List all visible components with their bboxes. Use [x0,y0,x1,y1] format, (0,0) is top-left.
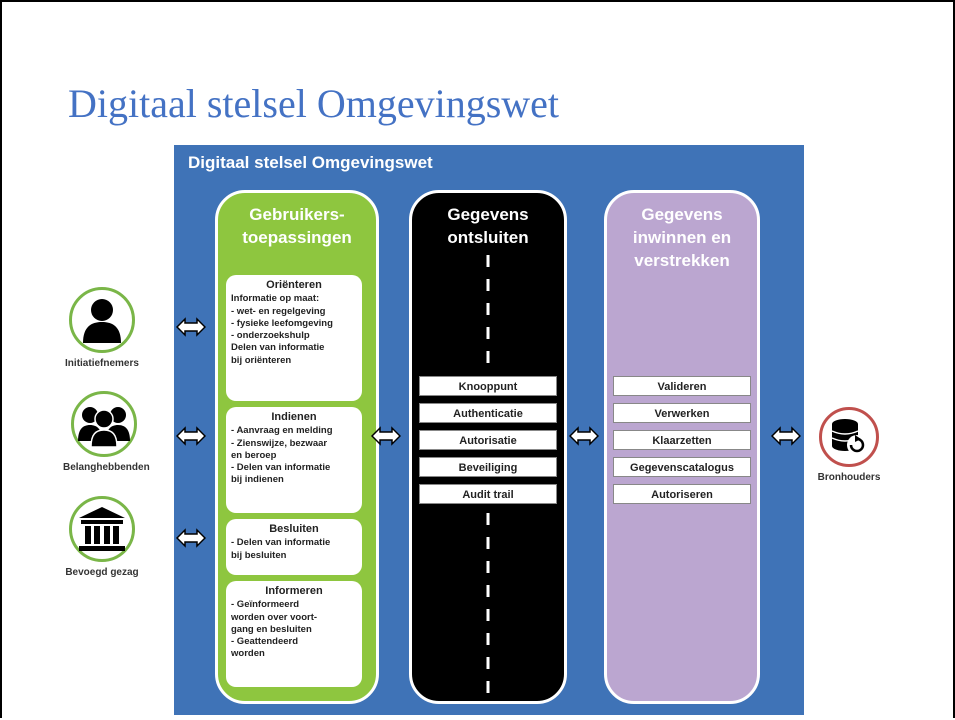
heading-line: Gegevens [447,205,529,224]
heading-line: Gegevens [641,205,723,224]
double-arrow-icon [771,426,801,446]
actor-circle [71,391,137,457]
box-line: worden [231,648,265,660]
double-arrow-icon [371,426,401,446]
group-icon [78,407,130,447]
box-line: - Delen van informatie [231,462,331,474]
road-centerline [486,255,490,693]
column-heading: Gebruikers- toepassingen [218,203,376,249]
item-klaarzetten: Klaarzetten [613,430,751,450]
box-line: - Zienswijze, bezwaar [231,437,328,449]
column-heading: Gegevens ontsluiten [412,203,564,249]
heading-line: inwinnen en [632,228,732,247]
box-line: bij indienen [231,474,284,486]
box-line: bij besluiten [231,549,287,561]
actor-initiatiefnemers: Initiatiefnemers [61,287,143,369]
heading-line: Gebruikers- [249,205,345,224]
box-line: worden over voort- [231,611,318,623]
heading-line: toepassingen [242,228,352,247]
box-line: - Geïnformeerd [231,599,300,611]
actor-circle [69,496,135,562]
heading-line: verstrekken [634,251,730,270]
box-informeren: Informeren - Geïnformeerd worden over vo… [226,581,362,687]
item-authenticatie: Authenticatie [419,403,557,423]
box-line: - onderzoekshulp [231,330,310,342]
column-gegevens-ontsluiten: Gegevens ontsluiten Knooppunt Authentica… [409,190,567,704]
heading-line: ontsluiten [447,228,529,247]
box-title: Oriënteren [266,279,322,291]
item-valideren: Valideren [613,376,751,396]
column-gegevens-inwinnen: Gegevens inwinnen en verstrekken Valider… [604,190,760,704]
item-autorisatie: Autorisatie [419,430,557,450]
actor-belanghebbenden: Belanghebbenden [63,391,150,473]
item-gegevenscatalogus: Gegevenscatalogus [613,457,751,477]
box-orienteren: Oriënteren Informatie op maat: - wet- en… [226,275,362,401]
box-title: Informeren [265,585,323,597]
box-indienen: Indienen - Aanvraag en melding - Zienswi… [226,407,362,513]
source-bronhouders: Bronhouders [804,407,894,483]
box-line: Informatie op maat: [231,293,320,305]
box-line: - Geattendeerd [231,636,299,648]
slide-title: Digitaal stelsel Omgevingswet [68,81,560,126]
box-line: bij oriënteren [231,354,292,366]
double-arrow-icon [176,528,206,548]
double-arrow-icon [569,426,599,446]
column-gebruikerstoepassingen: Gebruikers- toepassingen Oriënteren Info… [215,190,379,704]
database-sync-icon [831,419,867,455]
item-audit-trail: Audit trail [419,484,557,504]
actor-label: Bevoegd gezag [65,567,139,578]
box-line: - wet- en regelgeving [231,305,326,317]
actor-circle [69,287,135,353]
item-beveiliging: Beveiliging [419,457,557,477]
item-verwerken: Verwerken [613,403,751,423]
source-label: Bronhouders [817,472,881,483]
box-line: en beroep [231,449,277,461]
item-knooppunt: Knooppunt [419,376,557,396]
box-line: - Delen van informatie [231,537,331,549]
box-line: Delen van informatie [231,342,325,354]
double-arrow-icon [176,317,206,337]
government-building-icon [79,507,125,551]
actor-label: Initiatiefnemers [65,358,139,369]
box-title: Indienen [271,411,317,423]
system-panel: Digitaal stelsel Omgevingswet Gebruikers… [174,145,804,715]
source-circle [819,407,879,467]
actor-label: Belanghebbenden [63,462,150,473]
double-arrow-icon [176,426,206,446]
column-heading: Gegevens inwinnen en verstrekken [607,203,757,272]
box-line: - Aanvraag en melding [231,425,333,437]
item-autoriseren: Autoriseren [613,484,751,504]
panel-title: Digitaal stelsel Omgevingswet [188,153,433,172]
box-line: gang en besluiten [231,623,312,635]
box-besluiten: Besluiten - Delen van informatie bij bes… [226,519,362,575]
box-title: Besluiten [269,523,319,535]
box-line: - fysieke leefomgeving [231,317,333,329]
actor-bevoegd-gezag: Bevoegd gezag [61,496,143,578]
person-icon [83,299,121,343]
